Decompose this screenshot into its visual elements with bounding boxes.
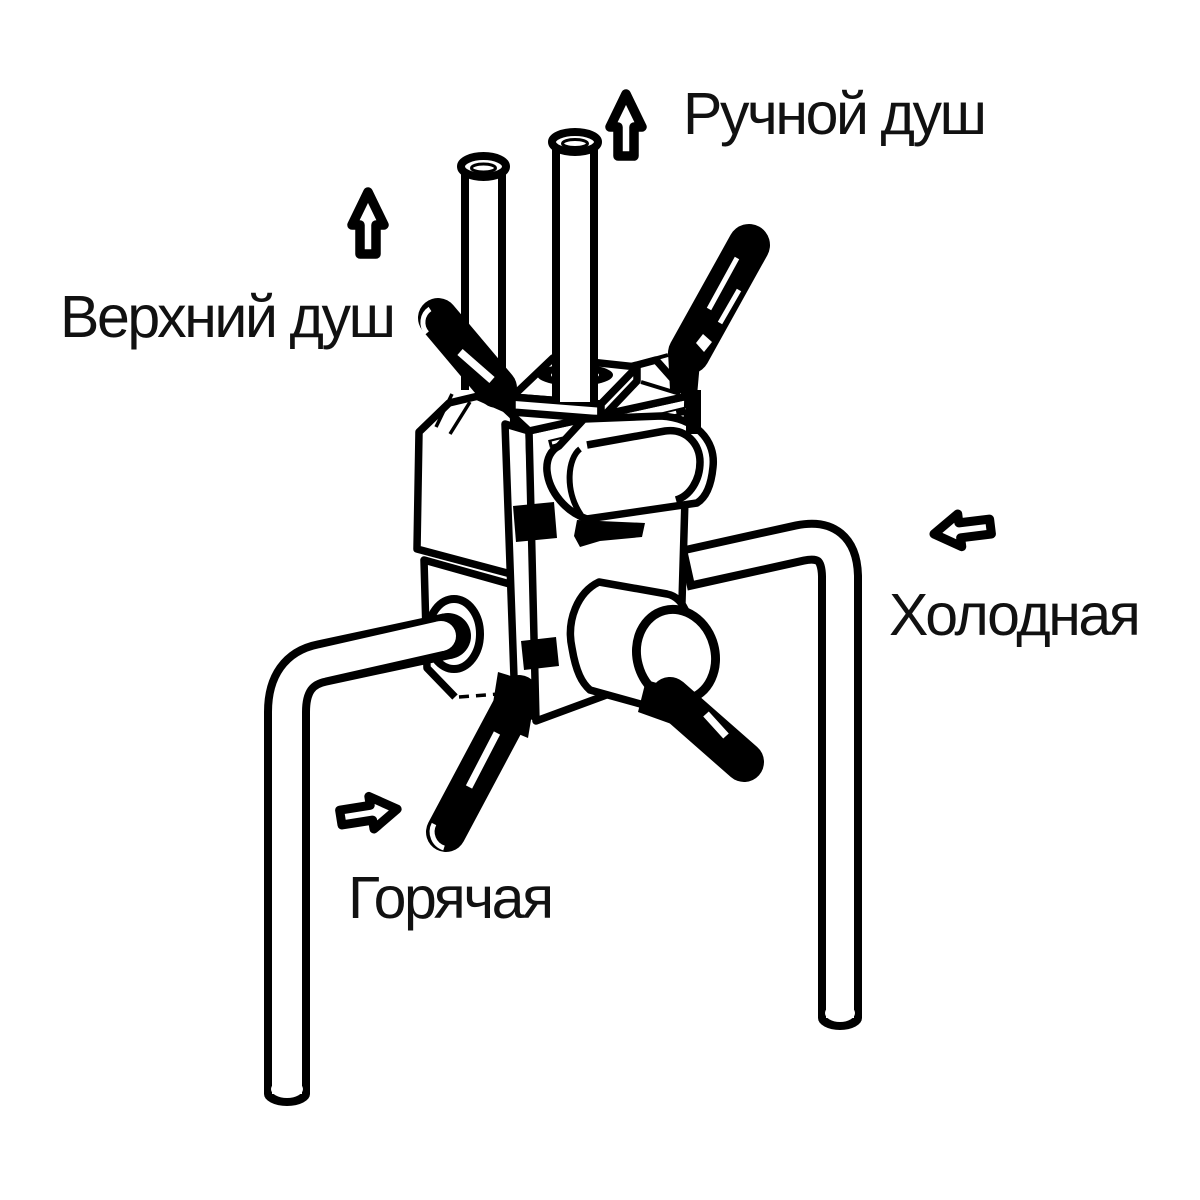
svg-text:Верхний душ: Верхний душ [60,284,394,350]
svg-text:Горячая: Горячая [348,865,552,931]
svg-text:Ручной душ: Ручной душ [683,81,985,147]
svg-text:Холодная: Холодная [889,582,1138,648]
